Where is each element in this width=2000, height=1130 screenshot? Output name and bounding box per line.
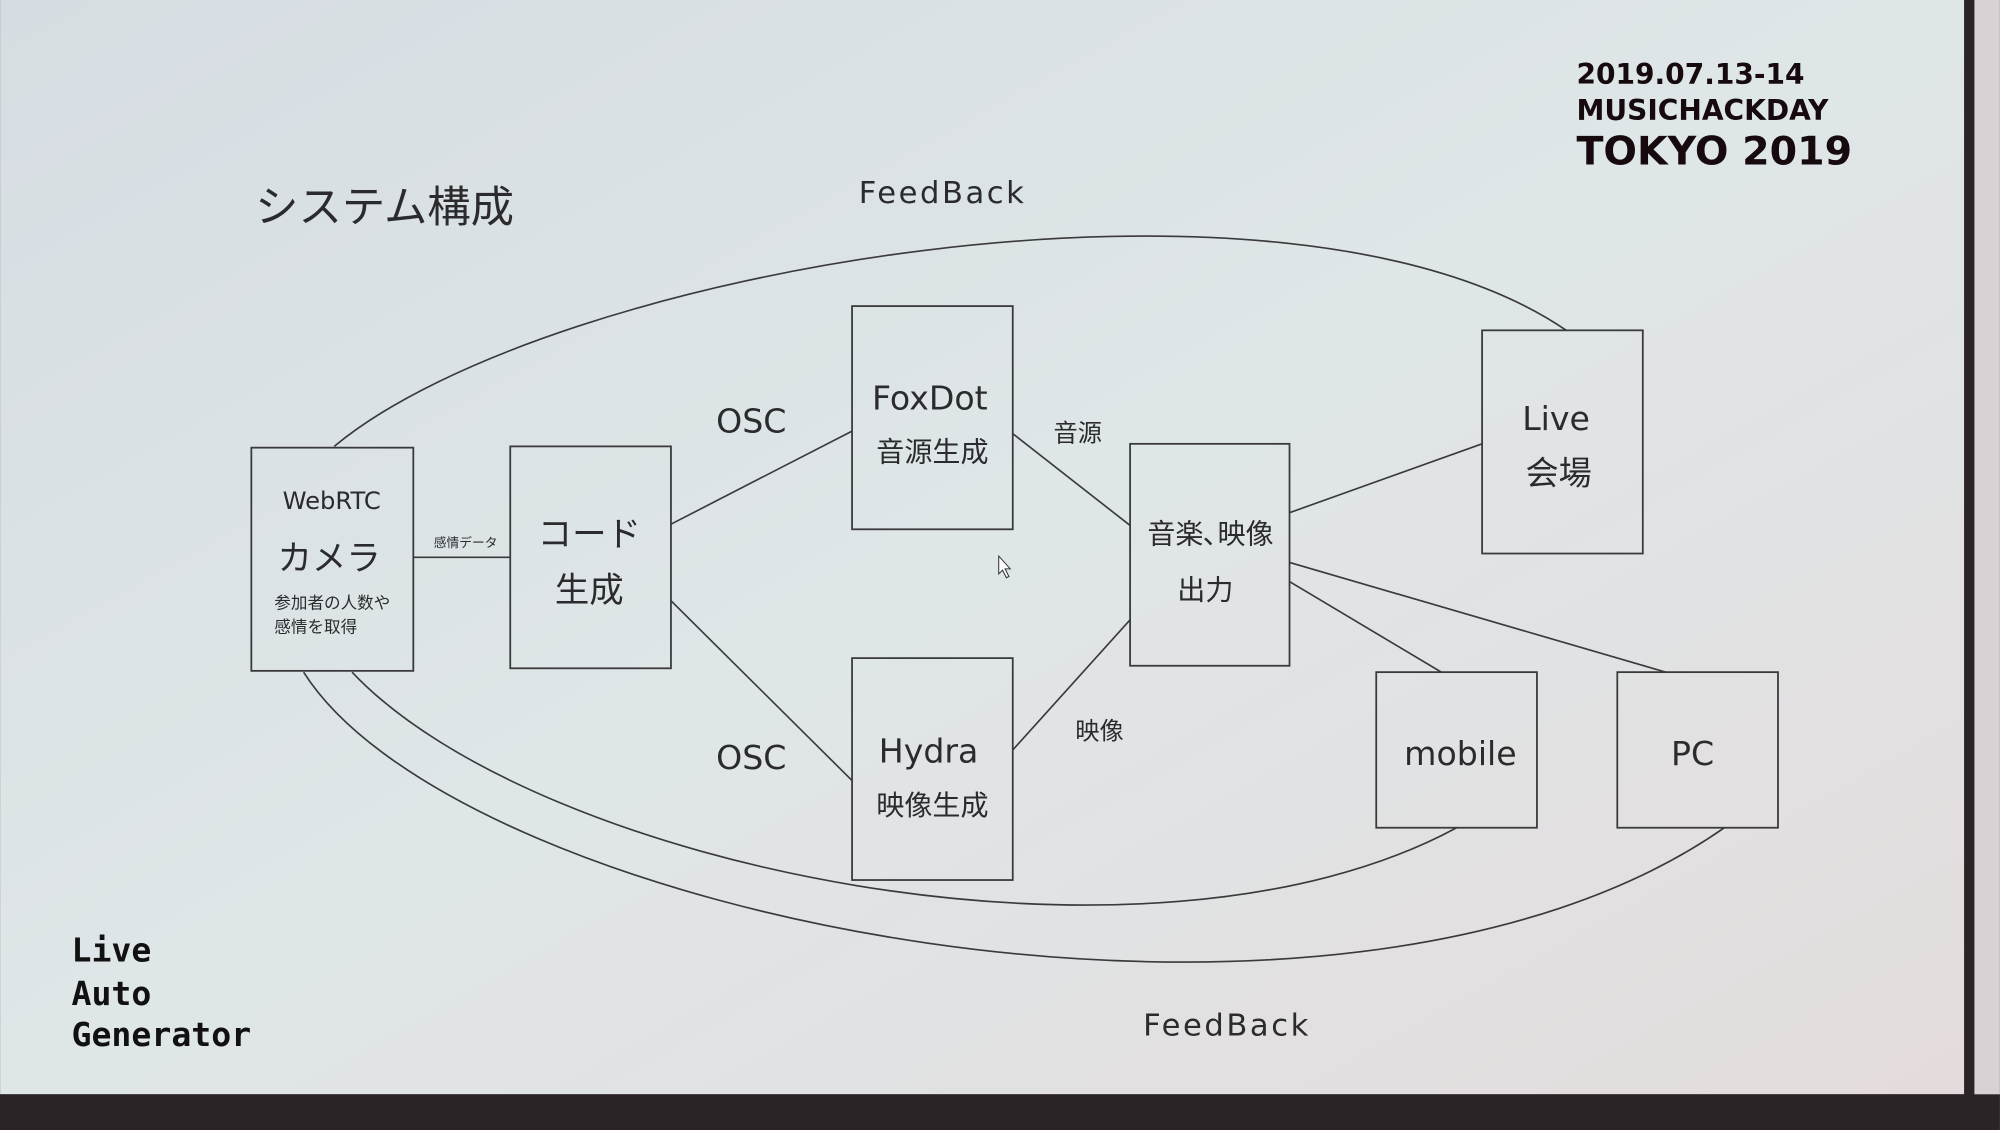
slide-title: システム構成 [255, 183, 514, 233]
feedback-bottom-label: FeedBack [1143, 1009, 1311, 1044]
node-output: 音楽､映像 出力 [1129, 442, 1291, 667]
emotion-data-label: 感情データ [434, 535, 498, 551]
feedback-mobile-curve [351, 671, 1457, 906]
logo: Live Auto Generator [72, 931, 252, 1054]
live-line-1: Live [1522, 399, 1590, 438]
code-line-2: 生成 [555, 571, 624, 611]
edge-output-mobile [1289, 580, 1442, 673]
feedback-top-curve [333, 235, 1567, 448]
pc-label: PC [1671, 734, 1714, 773]
osc-top-label: OSC [716, 401, 786, 440]
connectors [302, 235, 1725, 963]
edge-output-live [1289, 443, 1483, 514]
event-city: TOKYO 2019 [1576, 129, 1852, 175]
edge-hydra-output [1012, 619, 1131, 751]
node-mobile: mobile [1375, 671, 1538, 829]
node-pc: PC [1616, 671, 1779, 829]
edge-code-hydra [670, 600, 853, 782]
camera-name: カメラ [278, 539, 381, 579]
node-live-venue: Live 会場 [1481, 329, 1644, 555]
sound-label: 音源 [1054, 419, 1102, 447]
mouse-cursor-icon [998, 554, 1012, 579]
edge-code-foxdot [670, 430, 853, 525]
feedback-top-label: FeedBack [859, 176, 1027, 211]
event-name: MUSICHACKDAY [1576, 94, 1829, 127]
logo-line-2: Auto [72, 974, 152, 1013]
node-foxdot: FoxDot 音源生成 [851, 305, 1014, 531]
code-line-1: コード [538, 515, 641, 555]
node-camera: WebRTC カメラ 参加者の人数や 感情を取得 [250, 446, 415, 672]
hydra-line-1: Hydra [879, 732, 979, 771]
camera-title: WebRTC [283, 487, 381, 515]
node-code-generation: コード 生成 [509, 445, 672, 670]
camera-desc-2: 感情を取得 [274, 618, 357, 637]
node-hydra: Hydra 映像生成 [851, 657, 1014, 881]
edge-foxdot-output [1012, 432, 1131, 527]
screen-border-bottom [0, 1094, 2000, 1130]
live-line-2: 会場 [1525, 454, 1591, 493]
logo-line-3: Generator [72, 1015, 252, 1054]
hydra-line-2: 映像生成 [876, 789, 988, 822]
feedback-pc-curve [302, 671, 1725, 963]
edge-output-pc [1289, 561, 1666, 673]
output-line-1: 音楽､映像 [1147, 517, 1273, 550]
mobile-label: mobile [1404, 734, 1516, 773]
camera-desc-1: 参加者の人数や [274, 593, 390, 612]
osc-bottom-label: OSC [716, 738, 786, 777]
screen-edge [1974, 0, 2000, 1130]
video-label: 映像 [1075, 718, 1123, 746]
output-line-2: 出力 [1177, 573, 1233, 606]
slide-background [0, 0, 1965, 1095]
foxdot-line-2: 音源生成 [876, 436, 988, 469]
event-date: 2019.07.13-14 [1576, 58, 1804, 91]
foxdot-line-1: FoxDot [872, 378, 988, 417]
logo-line-1: Live [72, 931, 152, 970]
